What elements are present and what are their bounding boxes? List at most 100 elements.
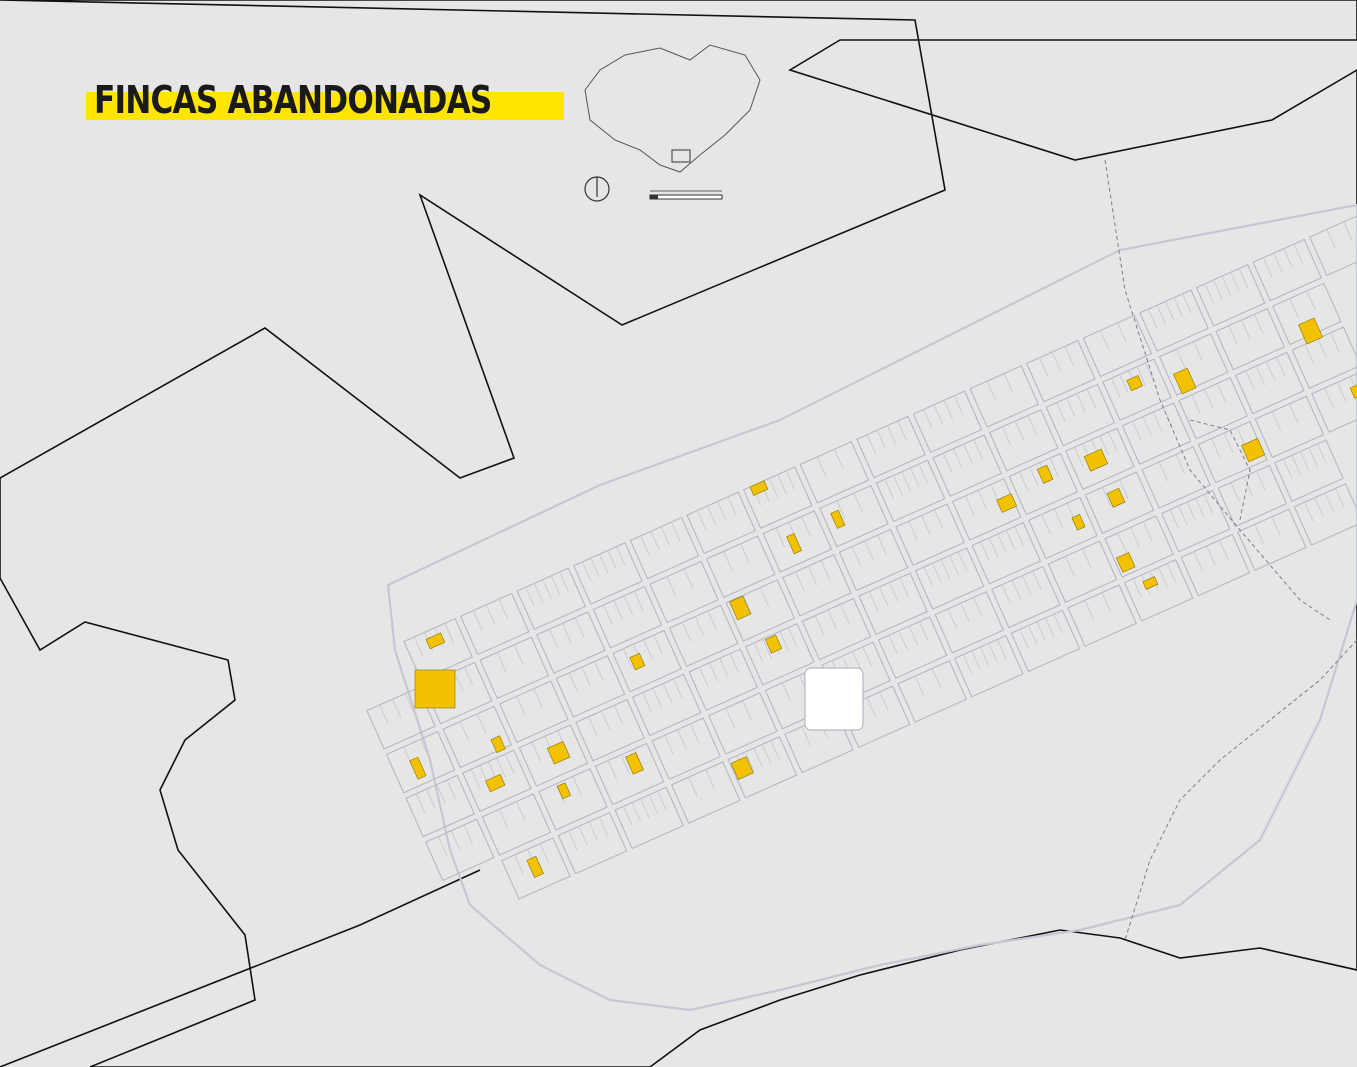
city-block: [1217, 464, 1288, 528]
lot-line: [498, 809, 509, 829]
lot-line: [1176, 348, 1186, 369]
lot-line: [1245, 370, 1255, 391]
city-block: [536, 611, 606, 674]
lot-line: [379, 704, 389, 725]
lot-line: [1101, 592, 1112, 613]
lot-line: [664, 735, 674, 755]
lot-line: [1169, 509, 1180, 530]
lot-line: [729, 653, 740, 673]
lot-line: [787, 627, 798, 647]
lot-line: [1064, 556, 1075, 576]
lot-line: [1018, 471, 1029, 492]
city-block: [1234, 351, 1305, 415]
lot-line: [657, 790, 667, 811]
lot-line: [953, 448, 963, 469]
lot-line: [1178, 505, 1188, 526]
lot-line: [887, 425, 897, 445]
lot-line: [459, 721, 470, 741]
city-block: [1025, 339, 1096, 403]
lot-line: [852, 651, 862, 671]
lot-line: [753, 747, 763, 768]
lot-line: [620, 754, 631, 775]
lot-line: [1223, 432, 1234, 453]
city-block: [424, 818, 495, 882]
lot-line: [775, 527, 786, 548]
lot-line: [496, 652, 507, 672]
lot-line: [607, 550, 617, 570]
locator-map-icon: [584, 44, 761, 173]
lot-line: [450, 830, 461, 851]
lot-line: [1206, 545, 1216, 566]
lot-line: [996, 639, 1007, 659]
city-block: [422, 661, 493, 725]
lot-line: [964, 495, 975, 516]
lot-line: [1314, 497, 1324, 517]
lot-line: [897, 420, 907, 441]
city-block: [1008, 452, 1079, 516]
lot-line: [1056, 402, 1066, 423]
lot-line: [1336, 382, 1347, 402]
lot-line: [404, 693, 415, 713]
abandoned-parcel: [526, 855, 544, 878]
lot-line: [631, 802, 642, 822]
city-block: [934, 591, 1005, 654]
lot-line: [1193, 551, 1203, 571]
lot-line: [814, 615, 825, 635]
district-boundary: [1104, 159, 1331, 621]
lot-line: [977, 490, 988, 510]
lot-line: [1283, 248, 1293, 268]
city-block: [1104, 515, 1174, 578]
lot-line: [581, 561, 592, 582]
abandoned-parcel: [786, 533, 802, 555]
city-block: [1311, 373, 1357, 433]
lot-line: [1029, 467, 1039, 487]
city-block: [405, 774, 476, 838]
abandoned-parcel: [1142, 576, 1159, 590]
lot-line: [997, 533, 1007, 554]
lot-line: [785, 470, 796, 491]
lot-line: [1099, 435, 1109, 456]
lot-line: [973, 597, 983, 617]
lot-line: [910, 467, 920, 488]
abandoned-parcel: [1298, 317, 1323, 345]
lot-line: [1064, 346, 1075, 366]
lot-line: [1076, 393, 1086, 413]
lot-line: [1162, 407, 1173, 427]
lot-line: [1165, 301, 1175, 321]
city-block: [840, 685, 911, 749]
lot-line: [949, 555, 959, 575]
lot-line: [1132, 578, 1143, 599]
lot-line: [753, 642, 764, 663]
lot-line: [1182, 293, 1192, 314]
lot-line: [963, 443, 973, 464]
lot-line: [696, 510, 707, 530]
city-block: [1197, 420, 1268, 484]
lot-line: [1175, 454, 1186, 474]
lot-line: [1101, 487, 1112, 507]
abandoned-parcel: [409, 756, 427, 780]
lot-line: [1053, 613, 1063, 634]
lot-line: [864, 540, 874, 561]
lot-line: [1011, 579, 1022, 600]
lot-line: [1039, 357, 1049, 378]
abandoned-parcel: [1106, 487, 1126, 508]
lot-line: [744, 751, 755, 772]
abandoned-parcel: [1126, 375, 1143, 392]
lot-line: [942, 453, 953, 473]
lot-line: [1051, 351, 1062, 372]
lot-line: [940, 559, 951, 579]
lot-line: [1317, 338, 1327, 358]
abandoned-parcel: [425, 632, 446, 650]
lot-line: [1253, 314, 1264, 334]
lot-line: [1306, 290, 1316, 311]
lot-line: [762, 638, 772, 659]
city-block: [951, 478, 1022, 541]
district-boundary-2: [1124, 639, 1357, 941]
city-block: [801, 597, 872, 661]
lot-line: [816, 456, 827, 477]
city-block: [858, 572, 928, 636]
lot-line: [623, 806, 633, 826]
lot-line: [1334, 488, 1345, 508]
city-block: [688, 648, 759, 711]
